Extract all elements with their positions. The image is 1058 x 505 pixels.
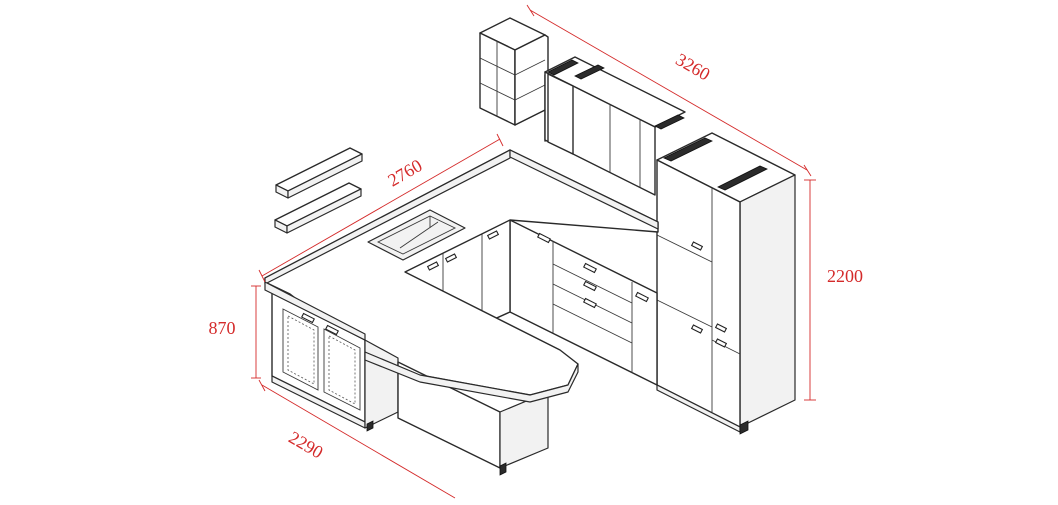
dim-island-width: 2290 xyxy=(285,427,326,462)
floating-shelf-bottom xyxy=(274,182,362,234)
dim-upper-width: 3260 xyxy=(672,49,713,84)
tall-cabinet-unit xyxy=(656,132,796,435)
dimension-lines xyxy=(251,4,816,499)
dim-counter-height: 870 xyxy=(209,318,236,338)
island-peninsula xyxy=(264,281,579,476)
upper-door-cabinets xyxy=(544,56,686,196)
dim-tall-height: 2200 xyxy=(827,266,863,286)
upper-open-shelf-unit xyxy=(479,17,549,142)
floating-shelf-top xyxy=(275,147,363,199)
back-base-cabinets xyxy=(509,219,658,386)
